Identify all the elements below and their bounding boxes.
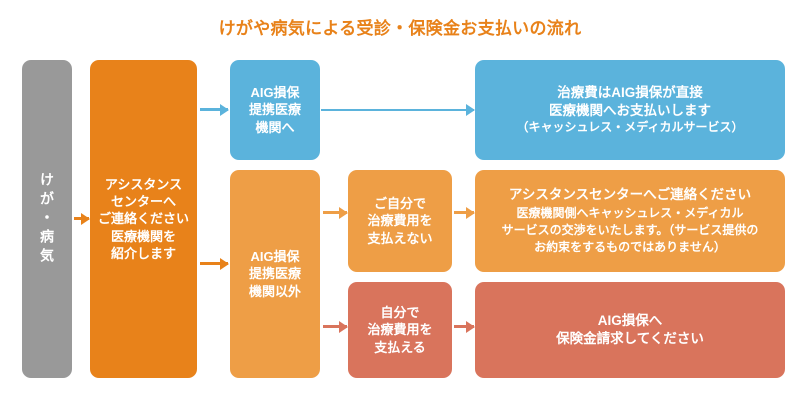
node-cashless-line-1: 治療費はAIG損保が直接 (557, 85, 703, 101)
connector-shaft (454, 325, 474, 328)
connector-arrowhead (81, 212, 90, 225)
node-cashless-sub: （キャッシュレス・メディカルサービス） (516, 119, 744, 134)
node-negotiate-sub-line-1: 医療機関側へキャッシュレス・メディカル (516, 205, 744, 220)
node-assistance-center: アシスタンス センターへ ご連絡ください 医療機関を 紹介します (90, 60, 197, 378)
node-cashless-line-2: 医療機関へお支払いします (549, 103, 711, 119)
node-insurance-claim: AIG損保へ 保険金請求してください (475, 282, 785, 378)
node-can-pay-line-2: 治療費用を (367, 322, 433, 338)
connector-partner-to-cashless (321, 103, 475, 116)
node-cannot-pay-line-1: ご自分で (373, 196, 426, 212)
connector-shaft (200, 262, 228, 265)
connector-assistance-to-nonpartner (200, 257, 229, 270)
connector-arrowhead (466, 320, 475, 333)
node-nonpartner-institution: AIG損保 提携医療 機関以外 (230, 170, 320, 378)
node-nonpartner-line-1: AIG損保 (250, 249, 300, 265)
node-can-pay-line-3: 支払える (374, 339, 426, 355)
node-cannot-pay-line-2: 治療費用を (367, 213, 433, 229)
connector-shaft (323, 211, 347, 214)
connector-shaft (454, 211, 474, 214)
node-partner-line-3: 機関へ (255, 119, 295, 135)
node-assistance-line-1: アシスタンス (104, 177, 183, 193)
connector-injury-to-assistance (74, 212, 90, 225)
connector-arrowhead (466, 103, 475, 116)
node-assistance-line-4: 医療機関を (110, 228, 176, 244)
node-partner-line-1: AIG損保 (250, 85, 300, 101)
connector-arrowhead (220, 103, 229, 116)
connector-shaft (321, 108, 474, 111)
node-cannot-pay-line-3: 支払えない (367, 230, 433, 246)
node-cashless-service: 治療費はAIG損保が直接 医療機関へお支払いします （キャッシュレス・メディカル… (475, 60, 785, 160)
node-assistance-line-5: 紹介します (110, 245, 176, 261)
node-injury-label: けが・病気 (39, 171, 55, 267)
node-can-pay: 自分で 治療費用を 支払える (348, 282, 452, 378)
connector-canpay-to-claim (454, 320, 475, 333)
connector-shaft (200, 108, 228, 111)
connector-arrowhead (466, 206, 475, 219)
node-partner-institution: AIG損保 提携医療 機関へ (230, 60, 320, 160)
node-claim-line-2: 保険金請求してください (556, 331, 704, 346)
node-claim-line-1: AIG損保へ (597, 313, 663, 329)
connector-arrowhead (220, 257, 229, 270)
connector-assistance-to-partner (200, 103, 229, 116)
node-cannot-pay: ご自分で 治療費用を 支払えない (348, 170, 452, 272)
node-negotiate-assistance: アシスタンスセンターへご連絡ください 医療機関側へキャッシュレス・メディカル サ… (475, 170, 785, 272)
node-nonpartner-line-2: 提携医療 (248, 266, 301, 282)
node-negotiate-sub-line-3: お約束をするものではありません） (534, 239, 726, 254)
node-nonpartner-line-3: 機関以外 (248, 283, 301, 299)
node-assistance-line-3: ご連絡ください (97, 211, 189, 227)
connector-shaft (323, 325, 347, 328)
node-injury: けが・病気 (22, 60, 72, 378)
node-can-pay-line-1: 自分で (380, 305, 420, 321)
connector-arrowhead (339, 206, 348, 219)
connector-cannotpay-to-negotiate (454, 206, 475, 219)
node-negotiate-heading: アシスタンスセンターへご連絡ください (508, 187, 752, 203)
connector-arrowhead (339, 320, 348, 333)
page-title: けがや病気による受診・保険金お支払いの流れ (218, 19, 582, 38)
connector-nonpartner-to-cannotpay (323, 206, 348, 219)
node-partner-line-2: 提携医療 (248, 102, 301, 118)
node-negotiate-sub-line-2: サービスの交渉をいたします。（サービス提供の (501, 222, 759, 237)
node-assistance-line-2: センターへ (110, 194, 176, 210)
connector-nonpartner-to-canpay (323, 320, 348, 333)
